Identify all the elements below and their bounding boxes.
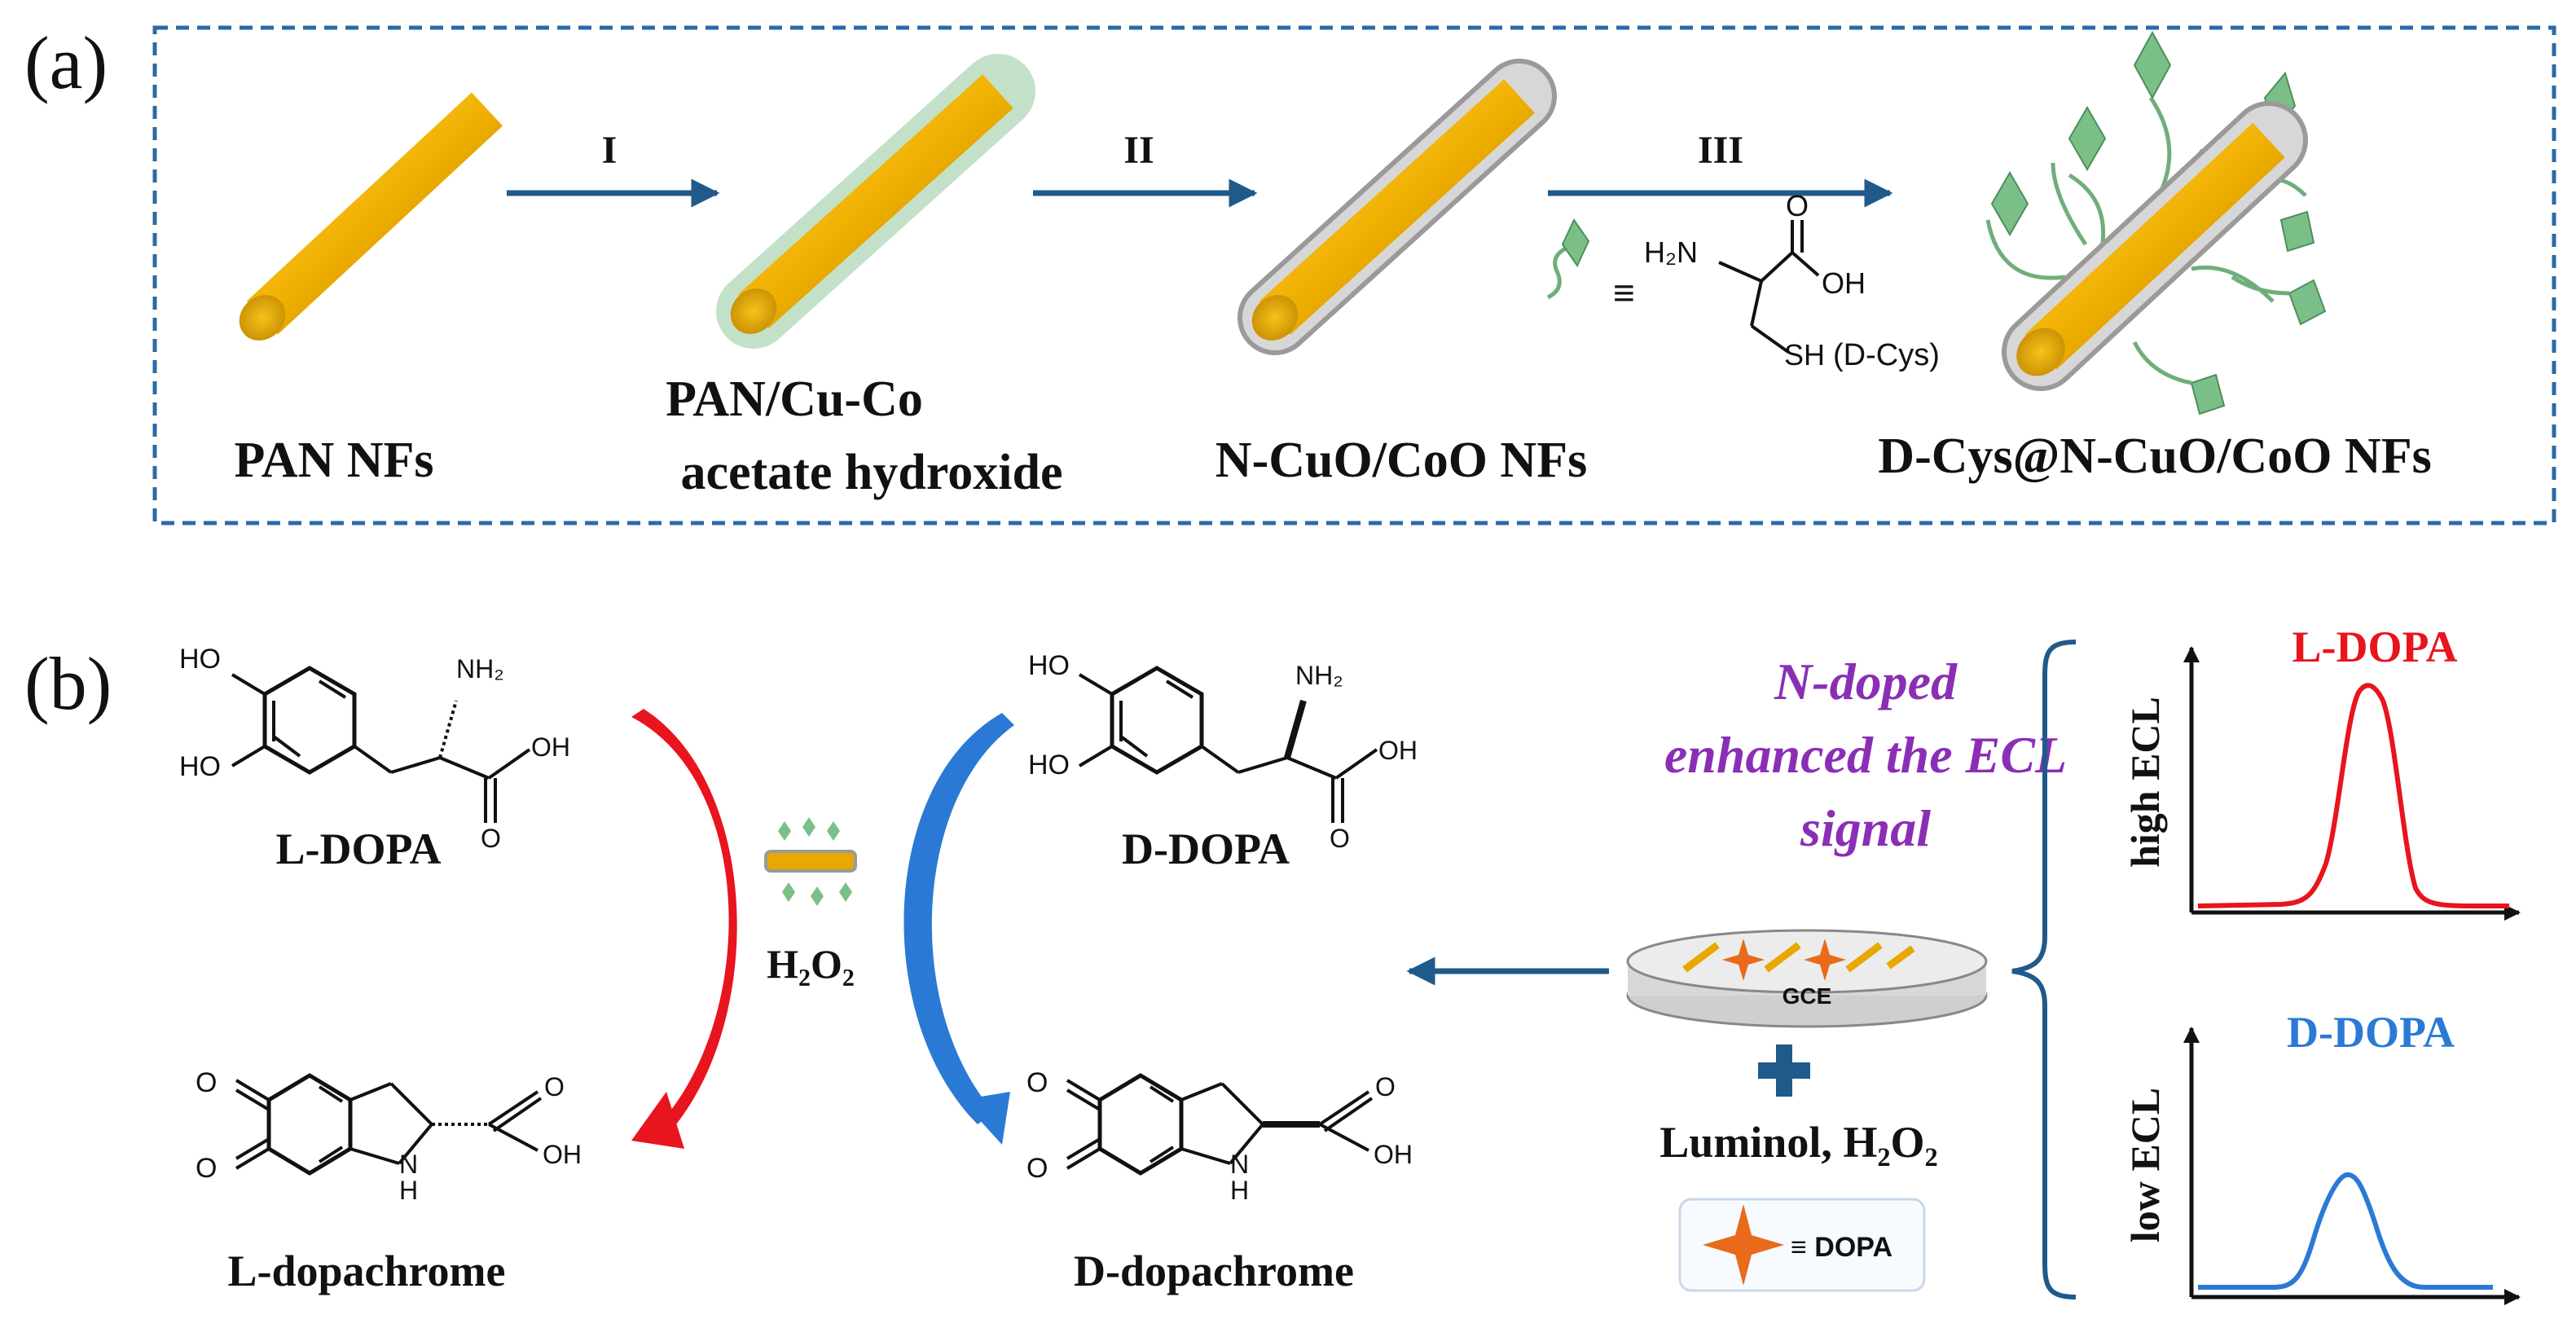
l-dopa-structure: HO HO NH₂ OH O L-DOPA — [179, 644, 570, 873]
l-dopa-ho-top: HO — [179, 644, 221, 675]
reagents-label: Luminol, H₂O₂ — [1659, 1118, 1937, 1167]
dopa-legend: ≡ DOPA — [1678, 1198, 1926, 1292]
n-doped-note-line2: enhanced the ECL — [1664, 726, 2067, 784]
gce-electrode: GCE — [1626, 929, 1988, 1028]
n-doped-note: N-doped enhanced the ECL signal — [1664, 653, 2067, 857]
d-dopachrome-name: D-dopachrome — [1074, 1247, 1354, 1295]
dopa-star-icon — [1703, 1204, 1784, 1286]
l-dopa-oxidation-arrow — [631, 709, 737, 1149]
panel-a-letter: (a) — [24, 21, 108, 104]
cuco-coated-rod — [716, 54, 1035, 349]
l-dopa-ho-bottom: HO — [179, 751, 221, 782]
ncuo-coo-rod — [1237, 59, 1557, 355]
l-dopa-nh2: NH₂ — [456, 654, 504, 684]
l-dopachrome-h: H — [399, 1176, 418, 1205]
ecl-plot-low: low ECL D-DOPA — [2122, 1008, 2521, 1305]
dcys-name: (D-Cys) — [1833, 338, 1940, 372]
d-dopachrome-structure: O O N H O OH D-dopachrome — [1026, 1067, 1413, 1295]
nanozyme-catalyst-icon: H₂O₂ — [764, 817, 857, 987]
l-dopachrome-oh: OH — [543, 1140, 582, 1169]
dcys-functionalized-rod — [1985, 30, 2327, 416]
n-doped-note-line1: N-doped — [1774, 653, 1958, 710]
ecl-plot-high-title: L-DOPA — [2292, 622, 2458, 671]
label-pan-nfs: PAN NFs — [234, 433, 433, 488]
l-dopachrome-name: L-dopachrome — [227, 1247, 505, 1295]
d-dopa-o: O — [1330, 824, 1350, 853]
l-dopachrome-o: O — [544, 1072, 565, 1102]
d-dopa-ho-bottom: HO — [1028, 750, 1070, 781]
l-dopachrome-o-top: O — [196, 1067, 217, 1098]
dcys-equiv-symbol: ≡ — [1613, 271, 1635, 314]
l-dopachrome-structure: O O N H O OH L-dopachrome — [196, 1067, 582, 1295]
step-III-label: III — [1698, 129, 1743, 172]
pan-nanofiber-rod — [239, 92, 503, 341]
label-dcys-ncuo-nfs: D-Cys@N-CuO/CoO NFs — [1878, 429, 2431, 484]
n-doped-note-line3: signal — [1800, 799, 1931, 857]
d-dopa-structure: HO HO NH₂ OH O D-DOPA — [1028, 650, 1418, 873]
d-dopa-name: D-DOPA — [1122, 825, 1290, 873]
label-pan-cuco-line1: PAN/Cu-Co — [666, 372, 923, 427]
plus-icon — [1758, 1044, 1810, 1097]
dopa-legend-text: ≡ DOPA — [1791, 1232, 1892, 1263]
ecl-plot-low-curve — [2198, 1172, 2493, 1290]
d-dopa-ho-top: HO — [1028, 650, 1070, 681]
d-dopachrome-o: O — [1375, 1072, 1396, 1102]
dcys-ligand-icon — [1546, 218, 1590, 300]
result-bracket — [2011, 640, 2077, 1299]
ecl-plot-high-ylabel: high ECL — [2122, 697, 2168, 868]
dcys-oh: OH — [1822, 266, 1866, 300]
d-dopachrome-o-bottom: O — [1026, 1153, 1048, 1184]
d-dopa-nh2: NH₂ — [1295, 661, 1343, 690]
l-dopa-name: L-DOPA — [276, 825, 442, 873]
d-dopachrome-n: N — [1230, 1150, 1249, 1179]
panel-a-frame — [152, 25, 2556, 525]
dcys-sh: SH — [1784, 338, 1825, 372]
step-II-label: II — [1123, 129, 1154, 172]
gce-label: GCE — [1783, 983, 1832, 1009]
panel-b-letter: (b) — [24, 642, 112, 725]
dcys-legend: ≡ H₂N O OH SH (D-Cys) — [1546, 189, 1940, 372]
dcys-o: O — [1786, 189, 1809, 222]
ecl-plot-low-title: D-DOPA — [2287, 1008, 2455, 1057]
l-dopachrome-o-bottom: O — [196, 1153, 217, 1184]
oxidant-label: H₂O₂ — [767, 941, 855, 987]
dcys-h2n: H₂N — [1644, 235, 1698, 269]
ecl-plot-high: high ECL L-DOPA — [2122, 622, 2521, 921]
d-dopachrome-oh: OH — [1374, 1140, 1413, 1169]
gce-surface-stars — [1722, 939, 1846, 981]
ecl-plot-low-ylabel: low ECL — [2122, 1088, 2168, 1242]
d-dopachrome-h: H — [1230, 1176, 1249, 1205]
d-dopa-oh: OH — [1378, 736, 1418, 765]
ecl-plot-high-curve — [2197, 683, 2509, 908]
d-dopa-oxidation-arrow — [903, 713, 1014, 1145]
l-dopa-o: O — [481, 824, 501, 853]
d-dopachrome-o-top: O — [1026, 1067, 1048, 1098]
label-ncuo-coo-nfs: N-CuO/CoO NFs — [1215, 433, 1587, 488]
l-dopachrome-n: N — [399, 1150, 418, 1179]
l-dopa-oh: OH — [531, 732, 570, 762]
label-pan-cuco-line2: acetate hydroxide — [681, 445, 1063, 500]
step-I-label: I — [602, 129, 618, 172]
gce-surface-rods — [1682, 942, 1915, 973]
